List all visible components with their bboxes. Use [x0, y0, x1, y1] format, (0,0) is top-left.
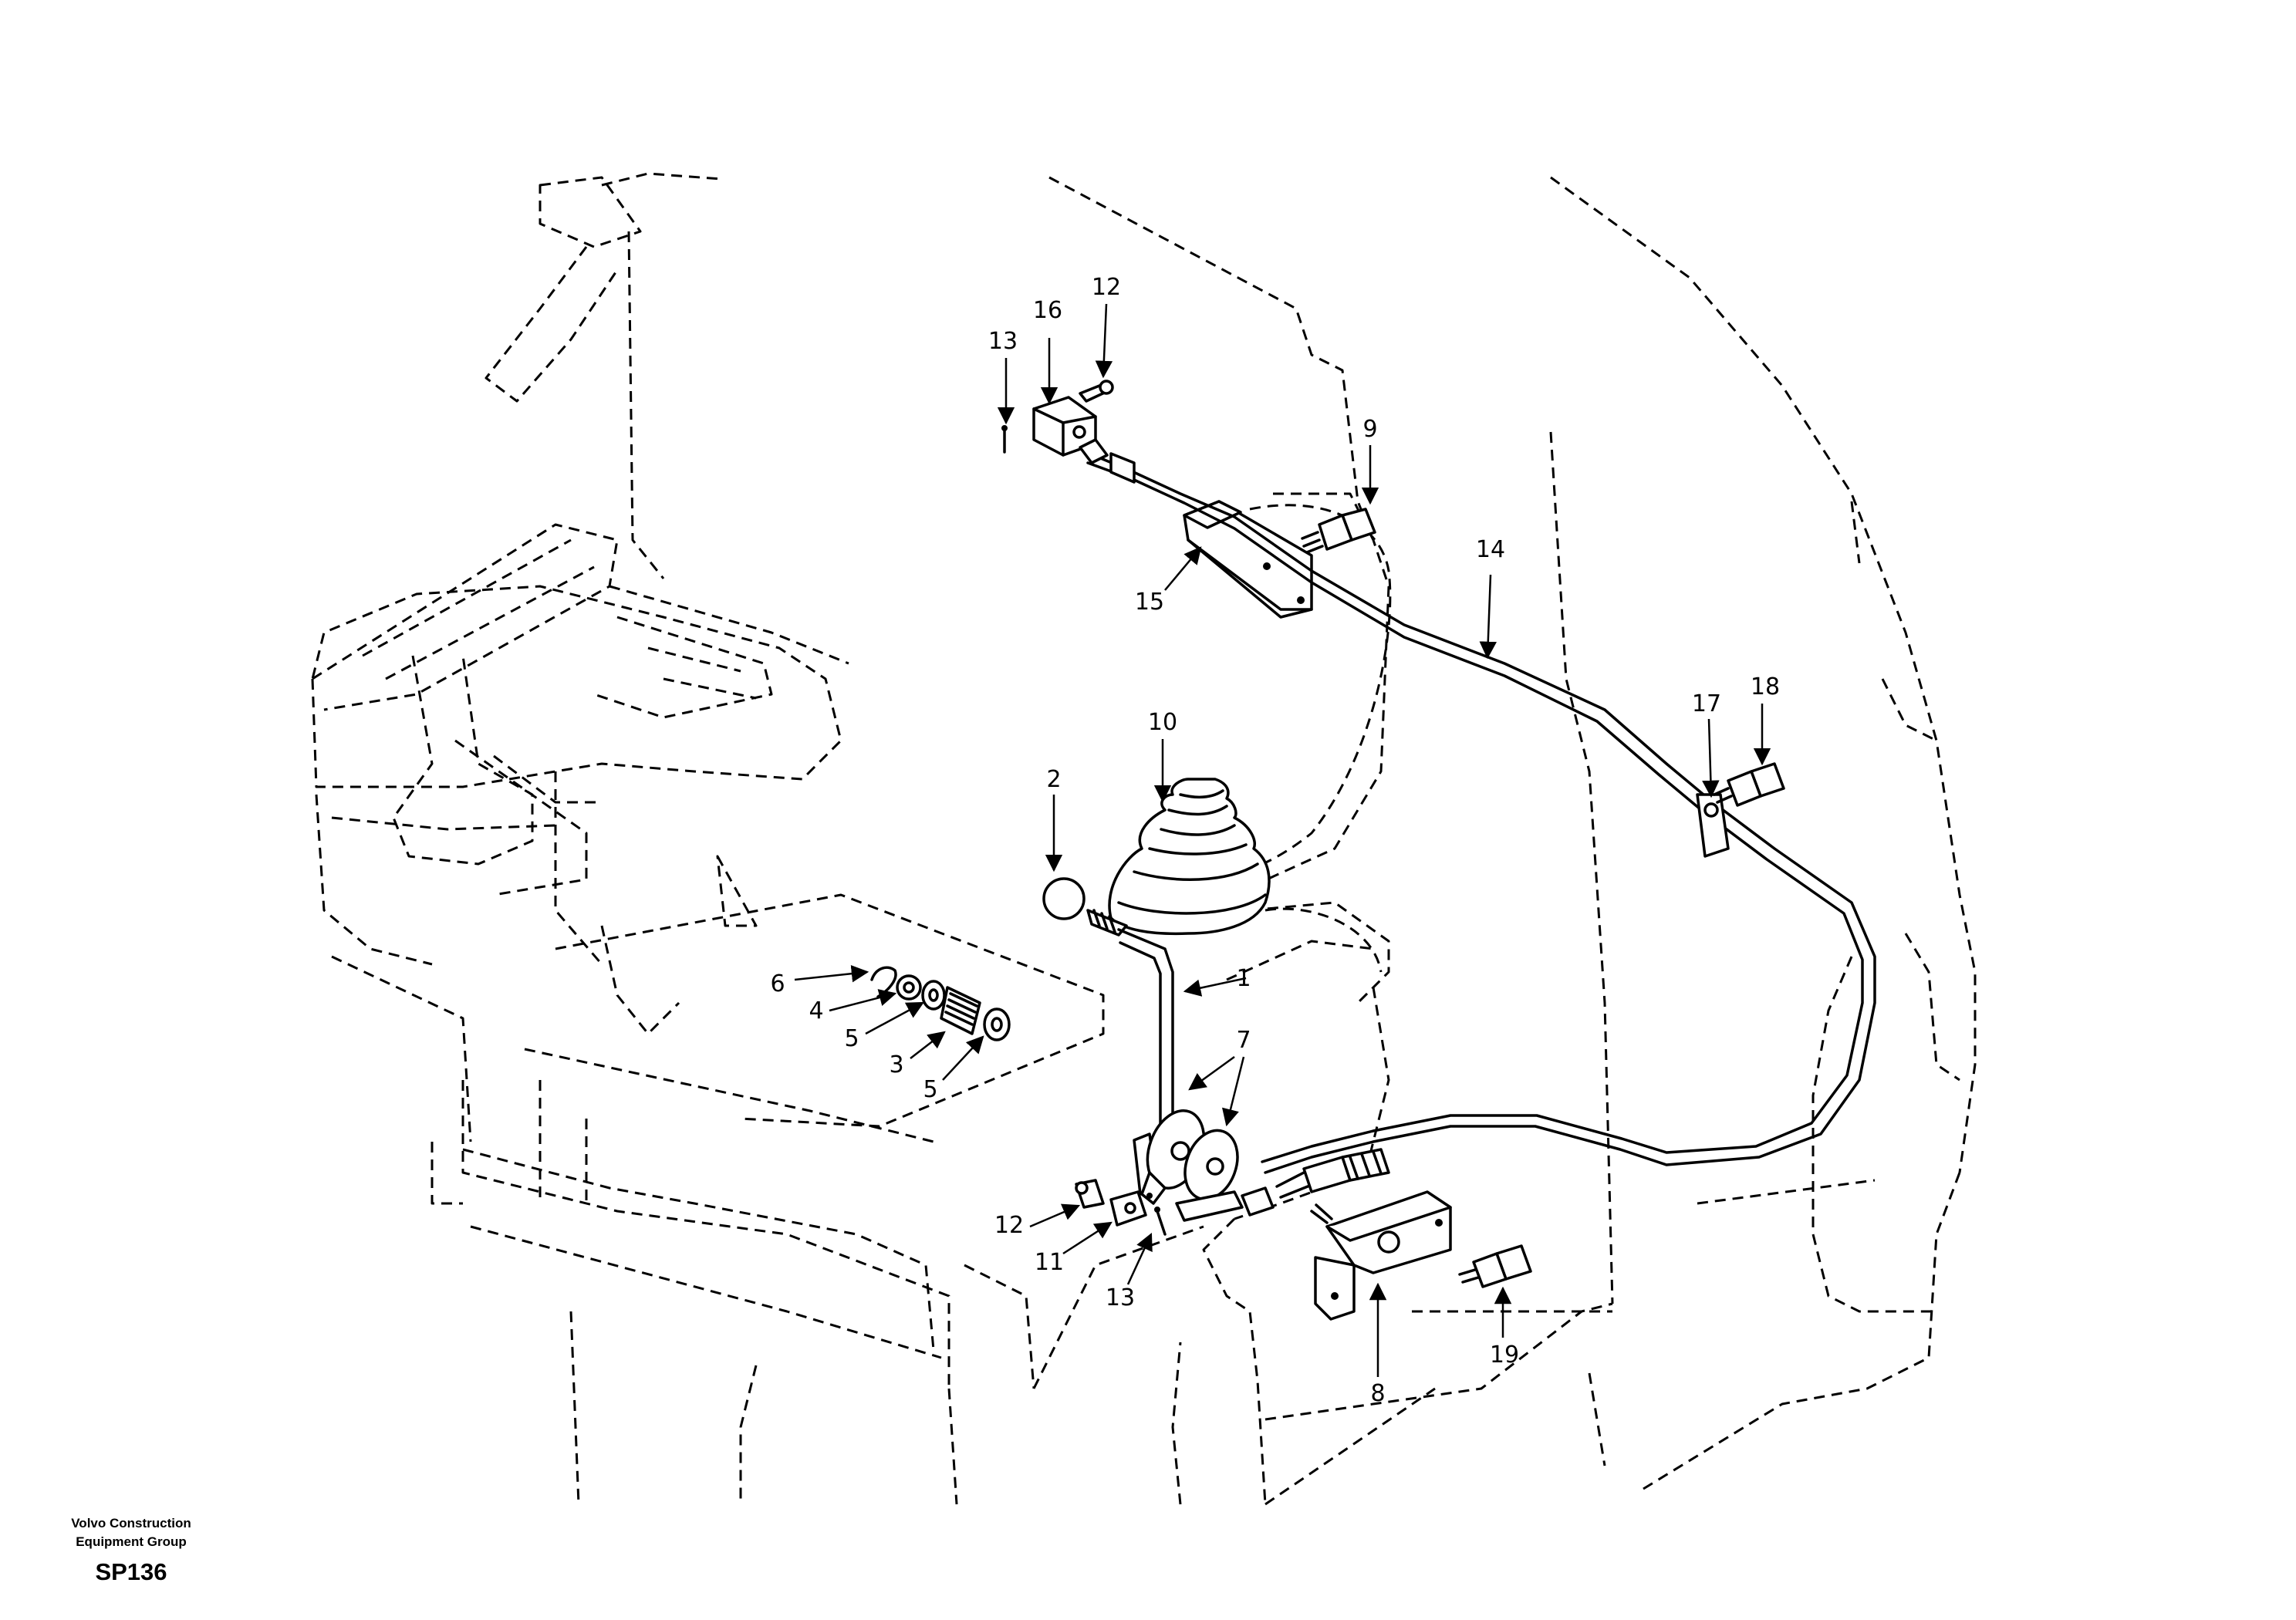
callout-3: 3 — [889, 1051, 903, 1078]
callout-18: 18 — [1751, 673, 1780, 700]
footer-company-line2: Equipment Group — [76, 1534, 187, 1549]
callout-10: 10 — [1148, 709, 1177, 736]
footer-drawing-code: SP136 — [95, 1558, 167, 1585]
ghost-cab-outline — [311, 172, 1977, 1506]
part-12-clevis-pin-lower — [1075, 1179, 1105, 1209]
callout-2: 2 — [1046, 766, 1061, 793]
part-12-clevis-pin-top — [1079, 380, 1114, 403]
callout-12-bottom: 12 — [994, 1212, 1024, 1239]
callout-1: 1 — [1236, 965, 1251, 992]
callout-17: 17 — [1692, 690, 1721, 717]
callout-labels: 1 2 3 4 5 5 6 7 8 9 10 11 12 12 13 13 14… — [770, 274, 1780, 1407]
part-3-spring — [940, 986, 981, 1035]
part-4-nut — [896, 974, 922, 1001]
part-19-bolt — [1458, 1244, 1532, 1288]
callout-16: 16 — [1033, 297, 1062, 324]
callout-9: 9 — [1362, 416, 1377, 443]
part-7-friction-discs — [1133, 1109, 1239, 1205]
part-1-throttle-lever — [1086, 909, 1174, 1142]
callout-6: 6 — [770, 970, 785, 997]
part-2-lever-knob — [1042, 877, 1086, 920]
part-18-bolt — [1713, 762, 1785, 807]
part-9-bolt — [1301, 508, 1376, 554]
part-11-clevis-lower — [1109, 1190, 1147, 1227]
part-10-rubber-boot — [1108, 778, 1271, 936]
callout-5-left: 5 — [844, 1025, 859, 1052]
part-8-support-bracket — [1310, 1190, 1452, 1321]
callout-5-right: 5 — [923, 1076, 937, 1103]
callout-12-top: 12 — [1092, 274, 1121, 301]
callout-11: 11 — [1035, 1249, 1064, 1276]
callout-8: 8 — [1370, 1380, 1385, 1407]
callout-4: 4 — [809, 997, 823, 1024]
part-13-split-pin-top — [1001, 425, 1008, 454]
part-5-washer-left — [921, 980, 946, 1011]
callout-15: 15 — [1135, 589, 1164, 616]
part-13-split-pin-lower — [1154, 1207, 1167, 1236]
part-17-cable-clamp — [1696, 793, 1730, 858]
footer-block: Volvo Construction Equipment Group SP136 — [71, 1516, 191, 1585]
part-6-split-pin — [870, 966, 897, 998]
callout-19: 19 — [1490, 1342, 1519, 1369]
part-16-cable-clevis-block — [1032, 396, 1097, 457]
leader-lines — [794, 303, 1771, 1377]
callout-7: 7 — [1236, 1027, 1251, 1054]
part-15-cable-bracket — [1183, 500, 1313, 619]
cable-end-fitting-lower — [1175, 1148, 1390, 1222]
part-14-throttle-cable — [1079, 438, 1876, 1174]
footer-company-line1: Volvo Construction — [71, 1516, 191, 1531]
callout-13-bottom: 13 — [1106, 1284, 1135, 1311]
callout-14: 14 — [1476, 536, 1505, 563]
part-5-washer-right — [983, 1007, 1011, 1041]
callout-13-top: 13 — [988, 328, 1018, 355]
